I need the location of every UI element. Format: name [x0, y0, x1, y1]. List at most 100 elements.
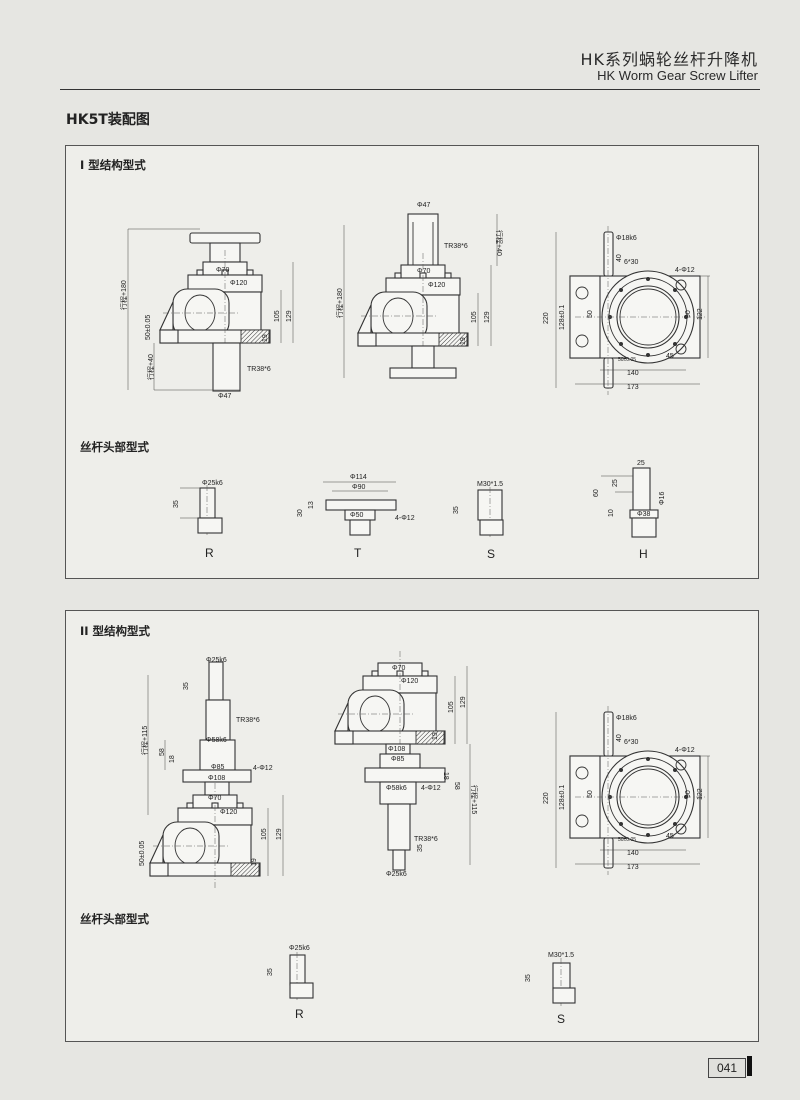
dim-label: 35	[417, 844, 424, 852]
dim-label: TR38*6	[247, 366, 271, 373]
dim-label: Φ58k6	[206, 737, 227, 744]
dim-label: 18	[442, 772, 449, 780]
dim-label: 35	[183, 682, 190, 690]
section1-view-a: Φ70 Φ120 行程+180 50±0.05 105 129 19 行程+40…	[119, 228, 294, 400]
dim-label: 58	[453, 782, 460, 790]
dim-label: Φ70	[392, 665, 405, 672]
dim-label: 90	[685, 790, 692, 798]
dim-label: Φ25k6	[202, 480, 223, 487]
dim-label: Φ120	[401, 678, 418, 685]
dim-label: Φ18k6	[616, 235, 637, 242]
header-divider	[60, 89, 760, 90]
dim-label: 6*30	[624, 739, 639, 746]
dim-label: 35	[525, 974, 532, 982]
dim-label: Φ38	[637, 511, 650, 518]
dim-label: 18	[169, 755, 176, 763]
dim-label: M30*1.5	[548, 952, 574, 959]
head-letter: R	[205, 546, 214, 560]
dim-label: 129	[286, 310, 293, 322]
dim-label: 45	[666, 833, 674, 840]
dim-label: Φ70	[216, 267, 229, 274]
head-letter: H	[639, 547, 648, 561]
section1-view-c: Φ18k6 40 6*30 4-Φ12 220 128±0.1 50 90 12…	[543, 225, 711, 396]
dim-label: Φ25k6	[289, 945, 310, 952]
dim-label: 122	[697, 788, 704, 800]
heads2-title: 丝杆头部型式	[80, 912, 149, 926]
dim-label: 50±0.05	[618, 357, 636, 363]
dim-label: 25	[637, 460, 645, 467]
dim-label: 105	[274, 310, 281, 322]
section1-view-b: Φ47 TR38*6 行程+40 Φ70 Φ120 行程+180 105 129…	[335, 202, 504, 379]
head-s-2: M30*1.5 35 S	[525, 952, 576, 1026]
dim-label: TR38*6	[414, 836, 438, 843]
header-title-cn: HK系列蜗轮丝杆升降机	[580, 50, 758, 69]
dim-label: 行程+40	[146, 354, 155, 380]
dim-label: Φ90	[352, 484, 365, 491]
dim-label: 129	[484, 311, 491, 323]
dim-label: 4-Φ12	[395, 515, 415, 522]
head-letter: S	[557, 1012, 565, 1026]
dim-label: 行程+40	[495, 230, 504, 256]
dim-label: 105	[261, 828, 268, 840]
dim-label: Φ108	[388, 746, 405, 753]
head-letter: R	[295, 1007, 304, 1021]
dim-label: 128±0.1	[559, 305, 566, 330]
dim-label: Φ120	[230, 280, 247, 287]
dim-label: 173	[627, 864, 639, 871]
section2-view-b: Φ70 Φ120 105 129 19 Φ108 Φ85 18 58 Φ58k6…	[334, 650, 479, 878]
section2-title: II 型结构型式	[80, 624, 151, 638]
dim-label: 60	[593, 489, 600, 497]
dim-label: 35	[453, 506, 460, 514]
head-letter: T	[354, 546, 362, 560]
dim-label: 50	[587, 790, 594, 798]
dim-label: 4-Φ12	[675, 747, 695, 754]
page-title: HK5T装配图	[66, 112, 150, 128]
head-r-1: Φ25k6 35 R	[173, 480, 223, 560]
dim-label: 140	[627, 370, 639, 377]
heads1-title: 丝杆头部型式	[80, 440, 149, 454]
page-number-bar	[747, 1056, 752, 1076]
dim-label: Φ70	[208, 795, 221, 802]
dim-label: Φ108	[208, 775, 225, 782]
dim-label: 105	[471, 311, 478, 323]
head-h-1: 25 60 25 Φ16 10 Φ38 H	[593, 460, 666, 561]
section2-view-a: Φ25k6 35 TR38*6 行程+115 Φ58k6 58 18 Φ85 4…	[139, 657, 284, 891]
dim-label: 173	[627, 384, 639, 391]
page-number: 041	[708, 1058, 746, 1078]
dim-label: 220	[543, 792, 550, 804]
dim-label: 50±0.05	[145, 315, 152, 340]
dim-label: 4-Φ12	[421, 785, 441, 792]
dim-label: Φ120	[428, 282, 445, 289]
dim-label: 220	[543, 312, 550, 324]
dim-label: Φ120	[220, 809, 237, 816]
dim-label: Φ18k6	[616, 715, 637, 722]
dim-label: 40	[616, 254, 623, 262]
dim-label: 4-Φ12	[253, 765, 273, 772]
dim-label: Φ47	[218, 393, 231, 400]
head-r-2: Φ25k6 35 R	[267, 945, 314, 1021]
dim-label: 35	[173, 500, 180, 508]
head-t-1: Φ114 Φ90 30 13 Φ50 4-Φ12 T	[297, 474, 415, 560]
dim-label: Φ47	[417, 202, 430, 209]
section1-title: I 型结构型式	[80, 158, 146, 172]
dim-label: 19	[460, 337, 467, 345]
dim-label: 40	[616, 734, 623, 742]
dim-label: 行程+115	[470, 785, 479, 814]
dim-label: 45	[666, 353, 674, 360]
dim-label: Φ25k6	[206, 657, 227, 664]
dim-label: Φ85	[391, 756, 404, 763]
dim-label: Φ114	[350, 474, 367, 481]
dim-label: 58	[159, 748, 166, 756]
dim-label: 50±0.05	[139, 841, 146, 866]
dim-label: 129	[276, 828, 283, 840]
dim-label: 35	[267, 968, 274, 976]
dim-label: 25	[612, 479, 619, 487]
dim-label: 行程+180	[335, 288, 344, 318]
dim-label: 50	[587, 310, 594, 318]
dim-label: 行程+115	[140, 726, 149, 755]
dim-label: 19	[251, 858, 258, 866]
dim-label: 50±0.05	[618, 837, 636, 843]
dim-label: Φ25k6	[386, 871, 407, 878]
dim-label: 13	[308, 501, 315, 509]
